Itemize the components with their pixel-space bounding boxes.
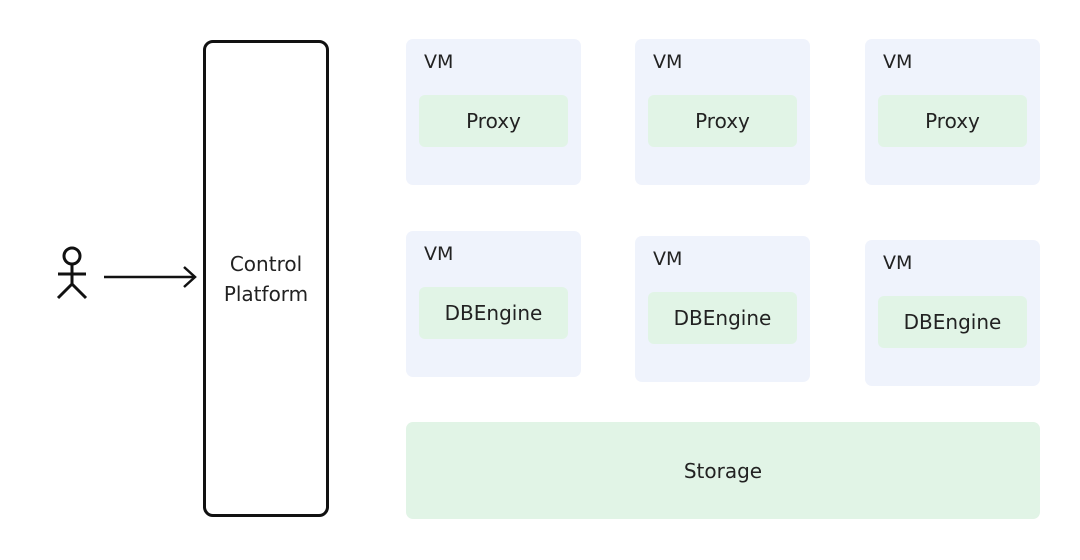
dbengine-component: DBEngine [878, 296, 1027, 348]
control-platform-label: Control Platform [223, 251, 309, 306]
arrow-right-icon [104, 266, 197, 288]
vm-label: VM [424, 51, 454, 73]
vm-node: VM DBEngine [406, 231, 581, 377]
vm-label: VM [653, 51, 683, 73]
proxy-component: Proxy [878, 95, 1027, 147]
vm-node: VM DBEngine [865, 240, 1040, 386]
vm-label: VM [424, 243, 454, 265]
control-platform: Control Platform [203, 40, 329, 517]
vm-label: VM [653, 248, 683, 270]
user-actor-icon [56, 246, 88, 300]
vm-node: VM Proxy [865, 39, 1040, 185]
vm-label: VM [883, 51, 913, 73]
vm-node: VM DBEngine [635, 236, 810, 382]
vm-node: VM Proxy [635, 39, 810, 185]
vm-node: VM Proxy [406, 39, 581, 185]
dbengine-component: DBEngine [648, 292, 797, 344]
proxy-component: Proxy [648, 95, 797, 147]
storage-block: Storage [406, 422, 1040, 519]
vm-label: VM [883, 252, 913, 274]
dbengine-component: DBEngine [419, 287, 568, 339]
proxy-component: Proxy [419, 95, 568, 147]
